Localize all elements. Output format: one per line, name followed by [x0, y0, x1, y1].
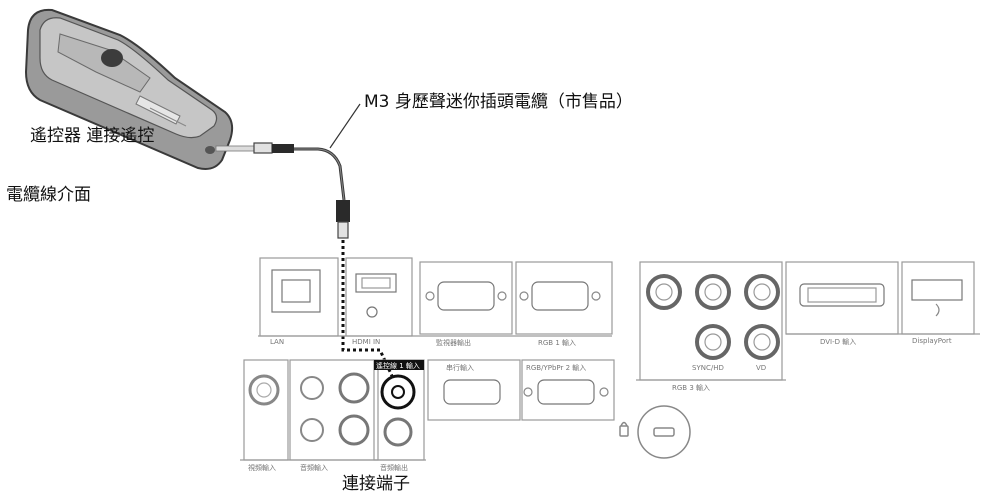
rgb1-label: RGB 1 輸入	[538, 339, 576, 347]
sync-hd-label: SYNC/HD	[692, 364, 724, 372]
monitor-out-label: 監視器輸出	[436, 339, 471, 347]
terminal-label: 連接端子	[342, 474, 410, 494]
displayport-label: DisplayPort	[912, 337, 952, 345]
video-in-label: 視頻輸入	[248, 464, 276, 472]
rgb3-label: RGB 3 輸入	[672, 384, 710, 392]
remote-control-icon	[24, 8, 234, 170]
terminal-panel-right	[636, 261, 980, 381]
security-lock-icon	[619, 405, 691, 459]
remote-in-label: 遙控線 1 輸入	[376, 362, 420, 370]
terminal-panel-lower	[240, 359, 615, 461]
serial-in-label: 串行輸入	[446, 364, 474, 372]
rgb2-label: RGB/YPbPr 2 輸入	[526, 364, 587, 372]
vd-label: VD	[756, 364, 767, 372]
cable-label: M3 身歷聲迷你插頭電纜（市售品）	[364, 92, 633, 112]
audio-in-label: 音頻輸入	[300, 464, 328, 472]
lan-label: LAN	[270, 338, 285, 346]
hdmi-label: HDMI IN	[352, 338, 381, 346]
dvid-label: DVI-D 輸入	[820, 338, 857, 346]
terminal-panel-upper	[258, 257, 613, 337]
remote-port-label-line1: 遙控器 連接遙控	[30, 126, 155, 146]
remote-port-label-line2: 電纜線介面	[6, 185, 91, 205]
stereo-mini-cable	[215, 103, 394, 377]
remote-in-label-box	[374, 360, 424, 370]
audio-out-label: 音頻輸出	[380, 464, 408, 472]
